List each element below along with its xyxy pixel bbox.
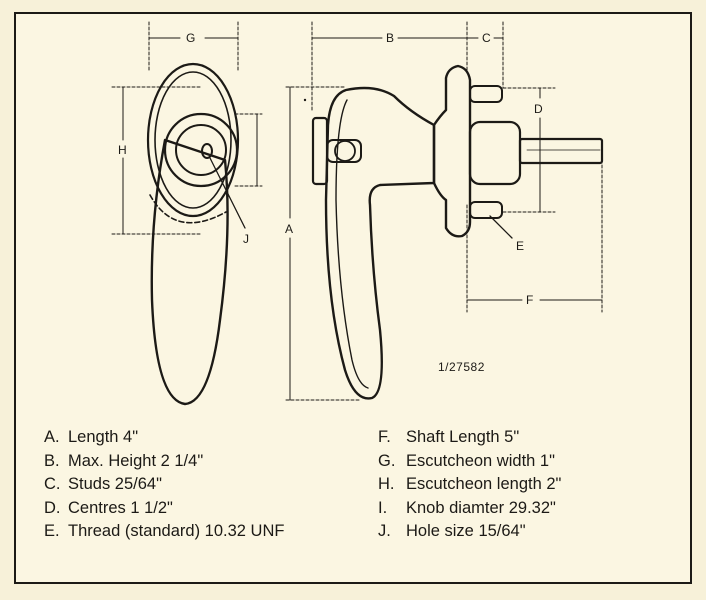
dimension-g xyxy=(148,21,239,73)
legend-text: Escutcheon length 2" xyxy=(406,475,562,493)
legend-text: Studs 25/64" xyxy=(68,475,162,493)
legend-text: Escutcheon width 1" xyxy=(406,451,555,470)
legend-item-h: H. Escutcheon length 2" xyxy=(378,473,561,497)
dimension-a xyxy=(285,86,361,401)
legend-text: Centres 1 1/2" xyxy=(68,498,173,517)
label-a: A xyxy=(285,222,293,236)
legend-item-b: B. Max. Height 2 1/4" xyxy=(44,450,284,474)
label-f: F xyxy=(526,293,533,307)
legend-letter: I. xyxy=(378,498,388,517)
legend-text: Length 4" xyxy=(68,428,139,446)
label-g: G xyxy=(186,31,195,45)
escutcheon-inner xyxy=(154,71,232,209)
legend-item-i: I. Knob diamter 29.32" xyxy=(378,497,561,521)
diagram-frame xyxy=(14,12,692,584)
legend-text: Thread (standard) 10.32 UNF xyxy=(68,522,285,540)
knob-boss-cap xyxy=(334,140,356,162)
lever-side xyxy=(324,86,436,400)
lever-front xyxy=(150,138,229,406)
legend-item-j: J. Hole size 15/64" xyxy=(378,520,561,544)
dimension-f xyxy=(466,159,603,313)
label-j: J xyxy=(243,232,249,246)
leader-j xyxy=(209,157,246,229)
legend-text: Knob diamter 29.32" xyxy=(406,498,556,517)
dimension-b xyxy=(311,21,468,113)
dimension-h xyxy=(111,86,201,235)
label-b: B xyxy=(386,31,394,45)
reference-number: 1/27582 xyxy=(438,360,485,374)
legend-letter: J. xyxy=(378,522,391,540)
flange xyxy=(432,64,472,238)
escutcheon-outline xyxy=(146,62,240,218)
legend-left: A. Length 4" B. Max. Height 2 1/4" C. Studs… xyxy=(44,426,284,544)
legend-letter: E. xyxy=(44,522,60,540)
legend-letter: F. xyxy=(378,428,391,446)
knob-side xyxy=(311,116,329,186)
legend-letter: H. xyxy=(378,475,395,493)
label-c: C xyxy=(482,31,491,45)
legend-item-d: D. Centres 1 1/2" xyxy=(44,497,284,521)
legend-item-e: E. Thread (standard) 10.32 UNF xyxy=(44,520,284,544)
dimension-c xyxy=(466,21,504,89)
legend-item-a: A. Length 4" xyxy=(44,426,284,450)
legend-text: Max. Height 2 1/4" xyxy=(68,451,204,470)
legend-letter: A. xyxy=(44,428,60,446)
legend-right: F.Shaft Length 5" G.Escutcheon width 1" … xyxy=(378,426,561,544)
dimension-d xyxy=(502,87,556,213)
legend-item-c: C. Studs 25/64" xyxy=(44,473,284,497)
dimension-i xyxy=(234,113,263,187)
stud-top xyxy=(469,85,503,103)
side-view xyxy=(285,21,604,401)
label-d: D xyxy=(534,102,543,116)
legend-text: Hole size 15/64" xyxy=(406,522,526,540)
knob-boss xyxy=(326,139,362,163)
shaft xyxy=(518,137,604,165)
legend-item-f: F. Shaft Length 5" xyxy=(378,426,561,450)
legend-letter: B. xyxy=(44,451,60,470)
legend-letter: G. xyxy=(378,451,396,470)
knob-hole xyxy=(201,143,213,159)
legend-letter: D. xyxy=(44,498,61,517)
legend-item-g: G. Escutcheon width 1" xyxy=(378,450,561,474)
knob-outer xyxy=(163,112,239,188)
front-view xyxy=(111,21,263,406)
label-e: E xyxy=(516,239,524,253)
label-h: H xyxy=(118,143,127,157)
leader-e xyxy=(489,215,513,239)
stud-bottom xyxy=(469,201,503,219)
spindle-boss xyxy=(468,120,522,186)
knob-inner xyxy=(175,124,227,176)
dimension-labels: G H J A B C D E F 1/27582 xyxy=(118,31,543,374)
legend-letter: C. xyxy=(44,475,61,493)
legend-text: Shaft Length 5" xyxy=(406,428,520,446)
escutcheon-hidden-edge xyxy=(149,194,227,224)
lever-side-inner xyxy=(335,99,369,389)
